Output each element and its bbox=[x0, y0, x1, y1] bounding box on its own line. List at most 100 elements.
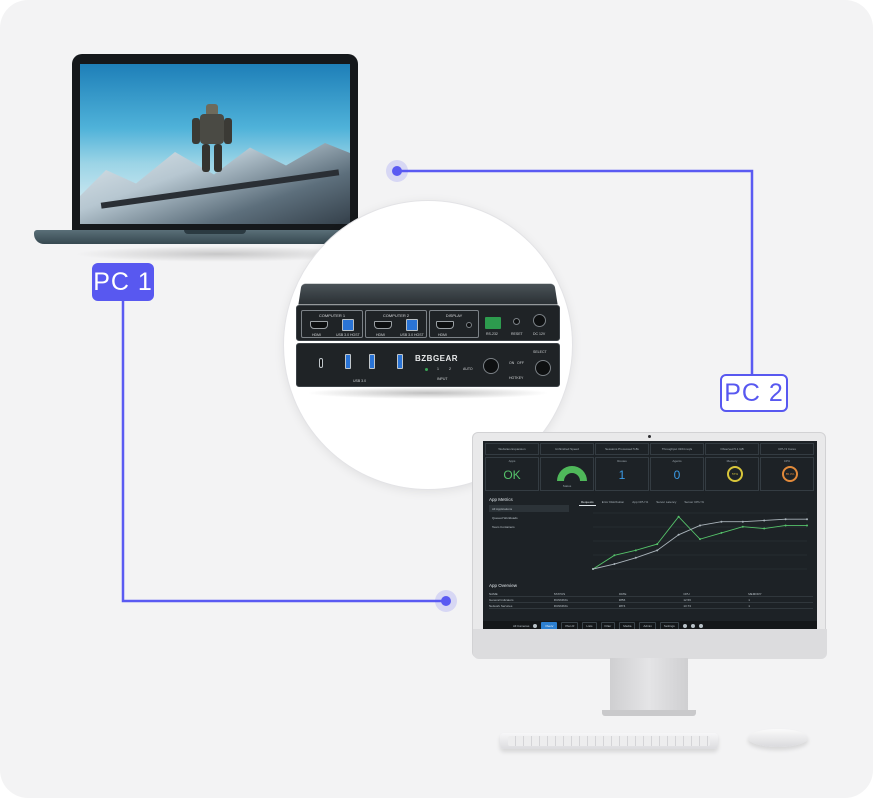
pc2-label: PC 2 bbox=[720, 374, 788, 412]
top-cell: Observed 5.1 GB bbox=[705, 443, 759, 455]
table-row[interactable]: Network Services RUNNING 2874 13.73 1 bbox=[489, 603, 813, 609]
power-port-icon bbox=[533, 314, 546, 327]
chart-point bbox=[699, 538, 701, 541]
monitor-stand bbox=[610, 658, 688, 712]
usb-b-port-icon bbox=[342, 319, 354, 331]
chart-point bbox=[634, 549, 637, 552]
dashboard-top-bar: Websites Expansion Unfinished Speed Sess… bbox=[485, 443, 815, 455]
stat-head: Memory bbox=[726, 459, 738, 463]
sidebar-item[interactable]: All Applications bbox=[489, 505, 569, 512]
status-gauge bbox=[557, 466, 587, 481]
hdmi-port-icon bbox=[310, 321, 328, 329]
laptop-pc1 bbox=[34, 54, 396, 264]
chart-point bbox=[613, 554, 616, 557]
line-chart bbox=[592, 512, 808, 570]
chart-point bbox=[613, 563, 616, 566]
tab-server-cpu[interactable]: Server CPU % bbox=[684, 500, 704, 504]
headphone-jack-icon bbox=[466, 322, 472, 328]
monitor-screen: Websites Expansion Unfinished Speed Sess… bbox=[483, 441, 817, 631]
input2-number: 2 bbox=[449, 367, 451, 371]
port-label: RS-232 bbox=[486, 332, 498, 336]
column-header: MEMORY bbox=[748, 591, 762, 596]
chart-point bbox=[677, 515, 680, 518]
robot-figure bbox=[192, 104, 232, 174]
search-field[interactable]: All Cameras bbox=[513, 624, 530, 628]
memory-ring: 57% bbox=[727, 466, 743, 482]
table-cell: 13.73 bbox=[683, 603, 691, 608]
port-label: RESET bbox=[511, 332, 523, 336]
dashboard-stats: Apps OK Status Routes 1 Agents bbox=[485, 457, 815, 491]
camera-icon[interactable] bbox=[698, 624, 703, 628]
sidebar-item[interactable]: Queued Workloads bbox=[492, 515, 518, 520]
stat-value: 0 bbox=[673, 468, 681, 482]
chart-point bbox=[741, 525, 744, 528]
chart-point bbox=[720, 531, 723, 534]
stat-gauge: Status bbox=[540, 457, 594, 491]
monitor-chin bbox=[473, 629, 827, 659]
top-cell: Unfinished Speed bbox=[540, 443, 594, 455]
tab-requests[interactable]: Requests bbox=[579, 500, 596, 506]
pc1-node bbox=[441, 596, 451, 606]
table-cell: 12.56 bbox=[683, 597, 691, 602]
top-cell: CPU 3 Cores bbox=[760, 443, 814, 455]
table-cell: Network Services bbox=[489, 603, 513, 608]
kvm-top-cover bbox=[298, 283, 558, 305]
stat-head: Apps bbox=[508, 459, 516, 463]
chart-point bbox=[592, 568, 594, 570]
sidebar-item[interactable]: Team Containers bbox=[492, 524, 515, 529]
stat-head: Agents bbox=[672, 459, 682, 463]
on-label: ON bbox=[509, 361, 515, 365]
pc2-connection-line bbox=[397, 169, 754, 374]
stat-memory: Memory 57% bbox=[705, 457, 759, 491]
table-cell: 2874 bbox=[618, 603, 626, 608]
reset-button-icon bbox=[513, 318, 520, 325]
off-label: OFF bbox=[517, 361, 524, 365]
hotkey-label: HOTKEY bbox=[509, 376, 524, 380]
port-label: HDMI bbox=[438, 333, 447, 337]
chart-point bbox=[656, 543, 659, 546]
stat-head: CPU bbox=[783, 459, 791, 463]
table-cell: 3856 bbox=[618, 597, 626, 602]
laptop-lid bbox=[72, 54, 358, 232]
select-button-icon bbox=[535, 360, 551, 376]
table-cell: General Indicators bbox=[489, 597, 514, 602]
top-cell: Throughput 3164 req/s bbox=[650, 443, 704, 455]
pc2-node bbox=[392, 166, 402, 176]
kvm-front-panel: USB 3.0 BZBGEAR 1 2 AUTO INPUT ON OFF HO… bbox=[296, 343, 560, 387]
top-cell: Sessions Processed 5.8k bbox=[595, 443, 649, 455]
computer1-title: COMPUTER 1 bbox=[318, 313, 346, 318]
input-button-icon bbox=[483, 358, 499, 374]
stat-head: Routes bbox=[617, 459, 627, 463]
stat-value: OK bbox=[503, 468, 521, 482]
hdmi-port-icon bbox=[374, 321, 392, 329]
top-cell: Websites Expansion bbox=[485, 443, 539, 455]
tab-errors[interactable]: Error Distribution bbox=[601, 500, 625, 504]
column-header: STATUS bbox=[553, 591, 566, 596]
laptop-shadow bbox=[74, 246, 364, 262]
table-row[interactable]: General Indicators RUNNING 3856 12.56 1 bbox=[489, 597, 813, 603]
column-header: RATE bbox=[618, 591, 627, 596]
chart-point bbox=[806, 524, 808, 527]
tab-app-cpu[interactable]: App CPU % bbox=[632, 500, 649, 504]
taskbar: All Cameras Overv Plan R Lists Filter Me… bbox=[483, 621, 817, 631]
usb-a-port-icon bbox=[345, 354, 351, 369]
keyboard bbox=[500, 733, 718, 749]
port-label: DC 12V bbox=[533, 332, 546, 336]
computer2-section: COMPUTER 2 HDMI USB 3.0 HOST bbox=[365, 310, 427, 338]
display-title: DISPLAY bbox=[445, 313, 463, 318]
port-label: HDMI bbox=[312, 333, 321, 337]
metrics-chart: Requests Error Distribution App CPU % Se… bbox=[579, 499, 813, 575]
tab-latency[interactable]: Server Latency bbox=[656, 500, 677, 504]
laptop-screen bbox=[80, 64, 350, 224]
display-section: DISPLAY HDMI bbox=[429, 310, 479, 338]
gauge-label: Status bbox=[562, 484, 572, 488]
search-icon[interactable] bbox=[533, 624, 538, 628]
input1-number: 1 bbox=[437, 367, 439, 371]
kvm-shadow bbox=[306, 387, 550, 399]
column-header: NAME bbox=[489, 591, 498, 596]
back-icon[interactable] bbox=[682, 624, 687, 628]
kvm-switch: COMPUTER 1 HDMI USB 3.0 HOST COMPUTER 2 … bbox=[296, 283, 560, 403]
chart-point bbox=[634, 556, 637, 559]
circle-icon[interactable] bbox=[690, 624, 695, 628]
hdmi-port-icon bbox=[436, 321, 454, 329]
